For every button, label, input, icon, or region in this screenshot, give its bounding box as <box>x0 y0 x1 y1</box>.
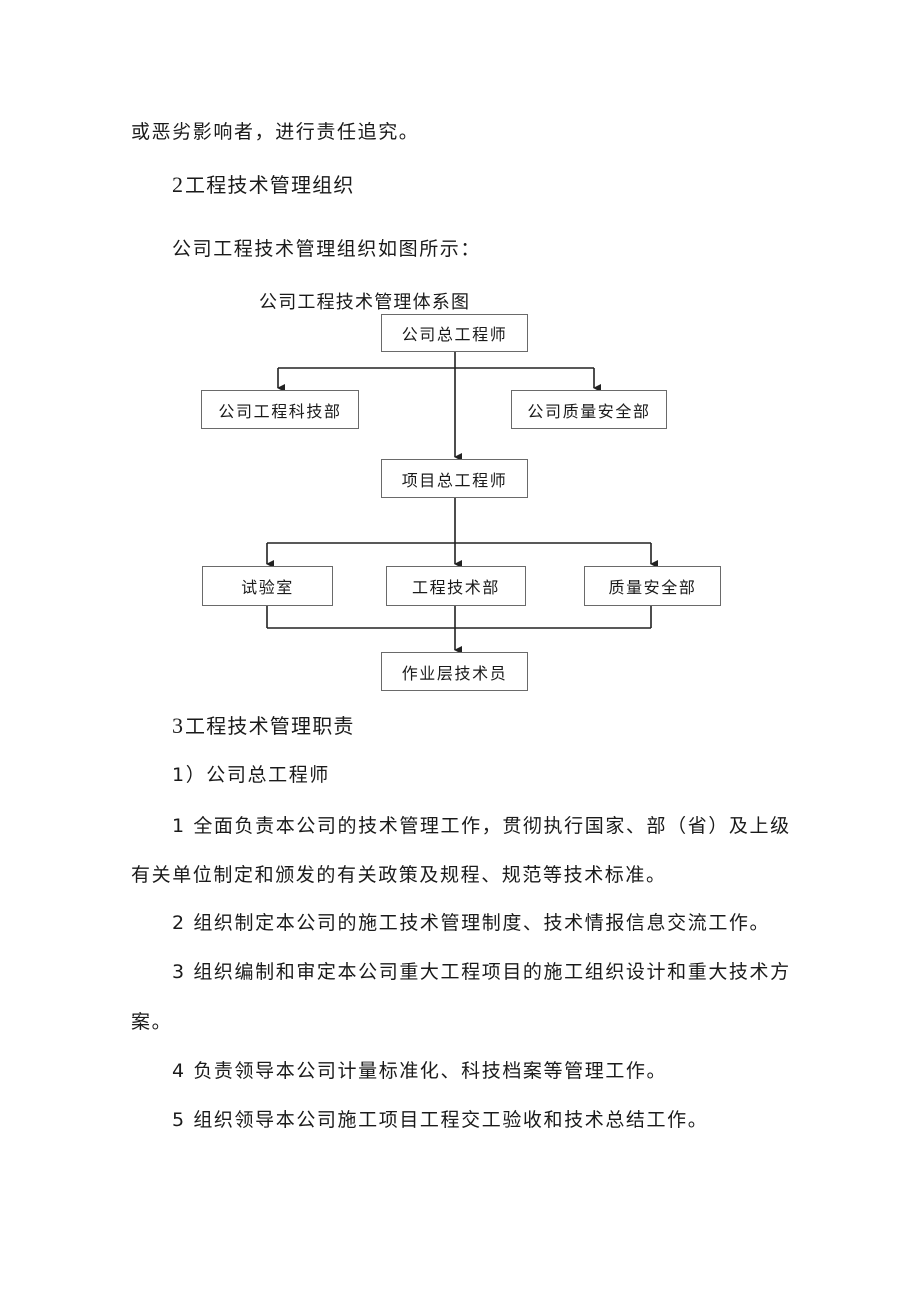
paragraph-intro: 公司工程技术管理组织如图所示： <box>172 238 482 260</box>
org-node-label: 公司工程科技部 <box>218 401 342 421</box>
org-node-label: 试验室 <box>241 578 294 597</box>
org-node-lab: 试验室 <box>202 566 333 606</box>
section-title: 工程技术管理组织 <box>185 173 355 197</box>
list-item-3-line-2: 案。 <box>131 1011 173 1033</box>
list-item-3-line-1: 3 组织编制和审定本公司重大工程项目的施工组织设计和重大技术方 <box>172 961 791 983</box>
org-node-tech-dept: 公司工程科技部 <box>201 390 359 429</box>
subsection-heading: 1）公司总工程师 <box>172 764 330 786</box>
list-item-1-line-1: 1 全面负责本公司的技术管理工作，贯彻执行国家、部（省）及上级 <box>172 815 791 837</box>
org-node-project-engineer: 项目总工程师 <box>381 459 528 498</box>
list-item-2: 2 组织制定本公司的施工技术管理制度、技术情报信息交流工作。 <box>172 912 771 934</box>
org-node-chief-engineer: 公司总工程师 <box>381 314 528 352</box>
list-item-1-line-2: 有关单位制定和颁发的有关政策及规程、规范等技术标准。 <box>131 864 667 886</box>
org-node-field-tech: 作业层技术员 <box>381 652 528 691</box>
section-title: 工程技术管理职责 <box>185 714 355 738</box>
paragraph-continuation: 或恶劣影响者，进行责任追究。 <box>131 121 420 143</box>
org-node-quality-dept: 公司质量安全部 <box>511 390 667 429</box>
org-node-label: 公司总工程师 <box>401 325 508 344</box>
section-number: 2 <box>172 172 183 197</box>
org-node-label: 项目总工程师 <box>401 470 508 490</box>
list-item-5: 5 组织领导本公司施工项目工程交工验收和技术总结工作。 <box>172 1109 709 1131</box>
org-node-label: 工程技术部 <box>411 578 500 597</box>
org-node-eng-tech-dept: 工程技术部 <box>386 566 526 606</box>
list-item-4: 4 负责领导本公司计量标准化、科技档案等管理工作。 <box>172 1060 668 1082</box>
org-node-label: 公司质量安全部 <box>527 401 651 421</box>
org-chart-title: 公司工程技术管理体系图 <box>259 292 471 313</box>
org-node-label: 作业层技术员 <box>401 663 508 683</box>
org-node-qs-dept: 质量安全部 <box>584 566 721 606</box>
section-number: 3 <box>172 713 183 738</box>
org-node-label: 质量安全部 <box>608 578 697 597</box>
